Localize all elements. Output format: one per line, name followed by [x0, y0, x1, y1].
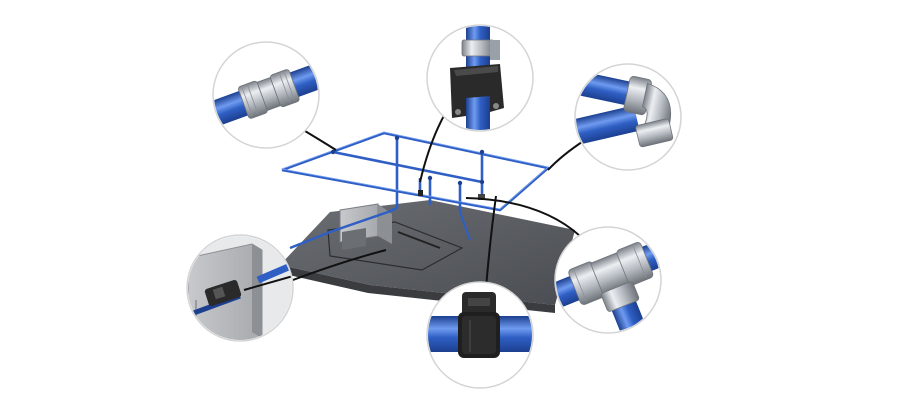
- clip-icon: [428, 292, 532, 358]
- ring-main-highlight: [281, 131, 549, 210]
- callout-wall-outlet: [186, 234, 294, 342]
- callout-pipe-clip: [426, 281, 534, 389]
- bracket-icon: [450, 26, 504, 130]
- drop-pipe-outlet: [289, 210, 472, 250]
- outlet-icon: [188, 236, 292, 340]
- callout-drop-bracket: [426, 24, 534, 132]
- callout-elbow-fitting: [574, 63, 682, 171]
- callout-straight-coupling: [212, 41, 320, 149]
- pipe-fittings: [330, 135, 485, 200]
- ring-main-pipe: [281, 131, 550, 214]
- floor-platform: [280, 200, 575, 313]
